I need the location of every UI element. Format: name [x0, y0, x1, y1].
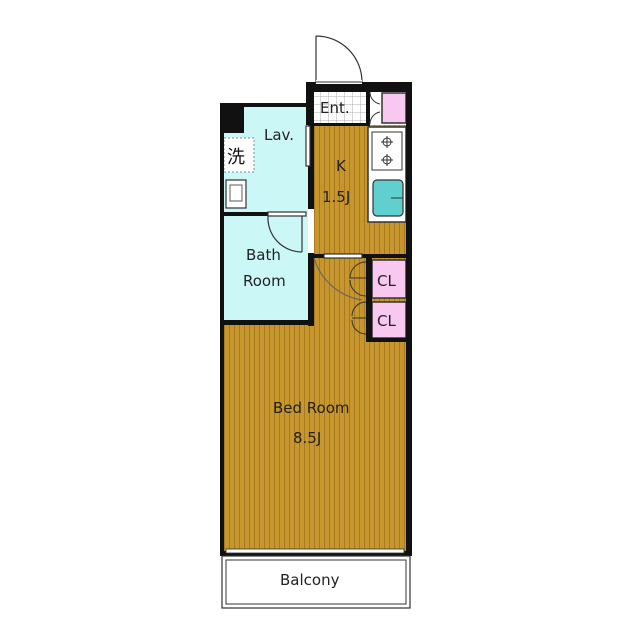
entrance-door[interactable] — [315, 35, 363, 84]
bedroom-door[interactable] — [313, 253, 363, 301]
closet-upper — [371, 259, 407, 299]
bedroom-size: 8.5J — [293, 429, 321, 447]
bathroom-floor — [224, 216, 308, 320]
bath-label-line2: Room — [243, 272, 286, 290]
closet-doors[interactable] — [349, 261, 367, 335]
outer-wall-top-right — [306, 82, 412, 92]
lav-sink — [225, 179, 247, 209]
shoe-cabinet — [381, 92, 407, 124]
entrance-inner-door[interactable] — [369, 91, 381, 125]
entrance-label: Ent. — [320, 99, 350, 117]
lav-door[interactable] — [305, 125, 311, 167]
lavatory-label: Lav. — [264, 126, 294, 144]
bath-label-line1: Bath — [246, 246, 281, 264]
balcony — [221, 555, 411, 609]
kitchen-label: K — [336, 157, 347, 175]
balcony-label: Balcony — [280, 571, 340, 589]
bedroom-label: Bed Room — [273, 399, 350, 417]
washer-space — [223, 137, 255, 173]
closet-lower-label: CL — [377, 312, 396, 330]
entrance-floor — [314, 92, 366, 125]
kitchen-size: 1.5J — [322, 188, 350, 206]
burner-icon — [381, 136, 393, 166]
washer-label: 洗 — [227, 147, 245, 168]
bedroom-window — [225, 548, 405, 554]
walls — [220, 82, 412, 556]
bath-door[interactable] — [267, 211, 307, 253]
closet-upper-label: CL — [377, 272, 396, 290]
